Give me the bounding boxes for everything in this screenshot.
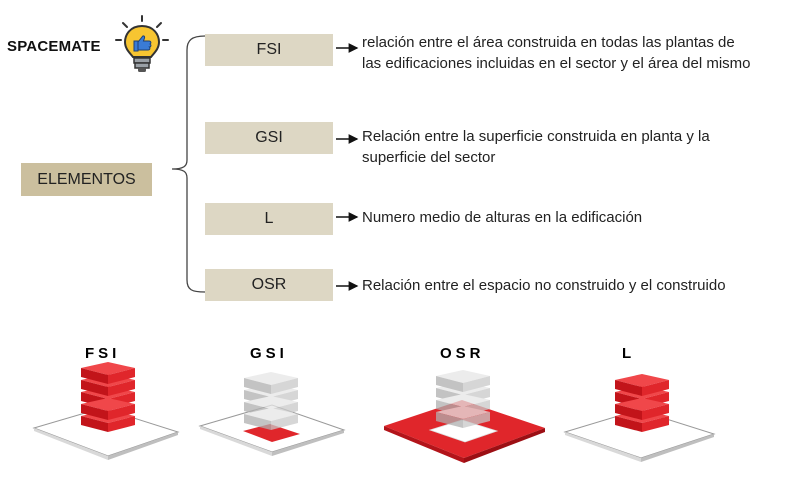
stack-l bbox=[615, 374, 669, 432]
description-gsi-line-2: superficie del sector bbox=[362, 149, 496, 166]
lightbulb-thumbs-up-icon bbox=[115, 15, 169, 72]
illustration-fsi bbox=[32, 362, 180, 460]
description-fsi-line-2: las edificaciones incluidas en el sector… bbox=[362, 55, 751, 72]
description-osr: Relación entre el espacio no construido … bbox=[362, 275, 726, 296]
description-l-line-1: Numero medio de alturas en la edificació… bbox=[362, 209, 643, 226]
illustration-label-fsi: FSI bbox=[85, 345, 120, 362]
bracket bbox=[171, 35, 206, 293]
node-gsi: GSI bbox=[205, 122, 333, 154]
description-gsi-line-1: Relación entre la superficie construida … bbox=[362, 128, 710, 145]
illustration-label-osr: OSR bbox=[440, 345, 485, 362]
description-osr-line-1: Relación entre el espacio no construido … bbox=[362, 277, 726, 294]
illustration-osr bbox=[384, 370, 545, 463]
node-fsi: FSI bbox=[205, 34, 333, 66]
illustration-label-gsi: GSI bbox=[250, 345, 288, 362]
description-fsi: relación entre el área construida en tod… bbox=[362, 32, 751, 74]
node-l: L bbox=[205, 203, 333, 235]
node-osr: OSR bbox=[205, 269, 333, 301]
stack-gsi-ghost bbox=[244, 372, 298, 430]
stack-fsi bbox=[81, 362, 135, 432]
description-gsi: Relación entre la superficie construida … bbox=[362, 126, 710, 168]
root-node-elementos: ELEMENTOS bbox=[21, 163, 152, 196]
description-l: Numero medio de alturas en la edificació… bbox=[362, 207, 642, 228]
description-fsi-line-1: relación entre el área construida en tod… bbox=[362, 34, 735, 51]
illustration-l bbox=[563, 374, 716, 462]
stack-osr-ghost bbox=[436, 370, 490, 428]
diagram-title: SPACEMATE bbox=[7, 38, 101, 55]
illustration-gsi bbox=[198, 372, 346, 456]
illustration-label-l: L bbox=[622, 345, 635, 362]
